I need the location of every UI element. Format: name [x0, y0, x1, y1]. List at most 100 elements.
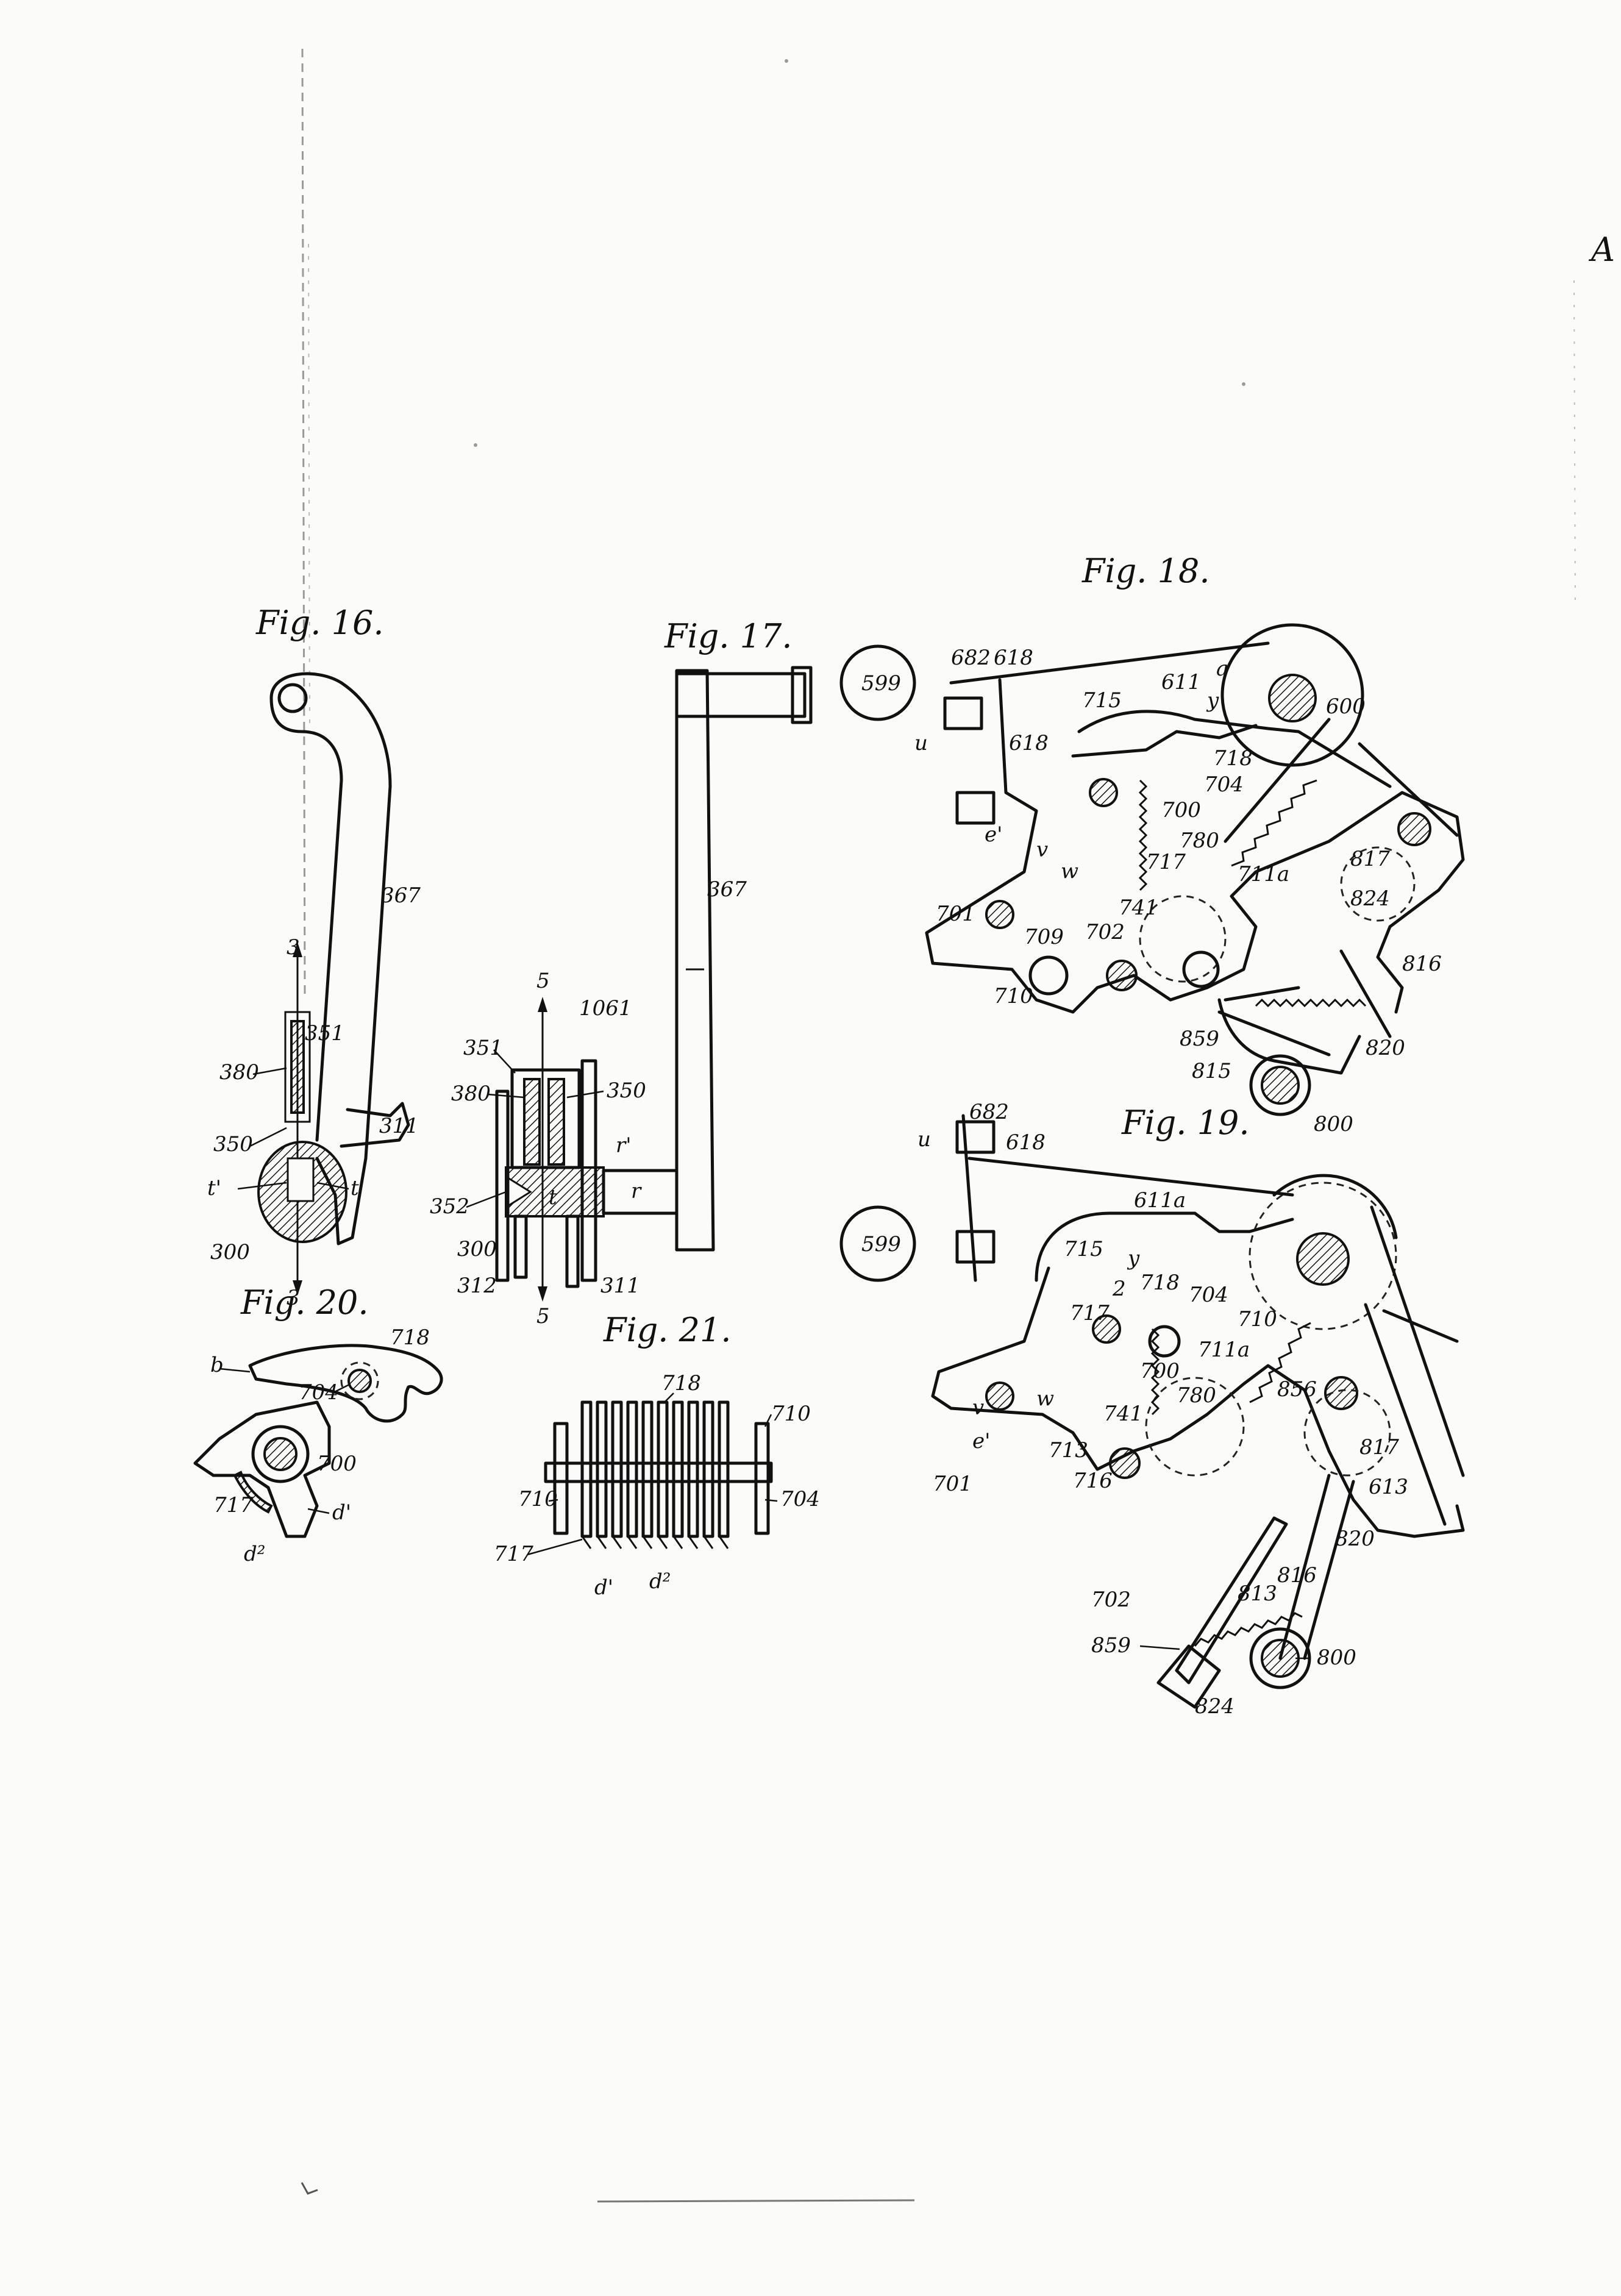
- figure-20: Fig. 20. 718 b 704 700 717 d' d²: [193, 1283, 443, 1566]
- fig18-circle-599: [839, 644, 916, 721]
- fig19-label: 856: [1277, 1377, 1317, 1402]
- fig21-label: 718: [661, 1371, 701, 1396]
- fig18-label: y: [1206, 688, 1219, 713]
- fig17-label: 367: [707, 877, 747, 902]
- fig19-label: 741: [1103, 1402, 1143, 1426]
- fig18-label: 618: [1009, 731, 1049, 755]
- fig19-label: 859: [1091, 1633, 1131, 1658]
- fig19-label: 704: [1189, 1283, 1228, 1307]
- fig19-label: 701: [933, 1472, 972, 1496]
- fig17-label: 351: [463, 1036, 503, 1060]
- fig19-label: 713: [1049, 1438, 1088, 1463]
- fig20-label: 718: [390, 1325, 430, 1350]
- corner-mark: A: [1588, 230, 1615, 269]
- fig20-label: d': [332, 1500, 351, 1525]
- fig18-label: e': [985, 822, 1002, 847]
- fig18-label: 824: [1350, 886, 1390, 911]
- fig17-title: Fig. 17.: [664, 617, 793, 655]
- figure-18: Fig. 18. 599: [839, 552, 1465, 1136]
- fig18-label: 709: [1024, 925, 1064, 949]
- fig20-label: 704: [299, 1380, 338, 1405]
- figure-16: Fig. 16. 367 351 380 350 311 t' t 300 3 …: [207, 604, 421, 1310]
- fig19-label: v: [972, 1396, 984, 1420]
- fig20-title: Fig. 20.: [240, 1283, 369, 1322]
- fig19-label: e': [972, 1429, 990, 1453]
- fig17-label: 352: [430, 1194, 469, 1219]
- fig18-label: 817: [1350, 847, 1390, 871]
- fig20-label: b: [210, 1353, 224, 1377]
- fig17-label: 311: [600, 1274, 640, 1298]
- fig19-circle-599: [839, 1205, 916, 1282]
- fig18-label: 704: [1204, 772, 1244, 797]
- fig17-label: 350: [607, 1078, 646, 1103]
- fig18-label: 611: [1161, 670, 1201, 694]
- fig18-label: v: [1036, 838, 1048, 862]
- fig19-label: 816: [1277, 1563, 1317, 1588]
- fig19-label: 618: [1006, 1130, 1046, 1155]
- fig18-label: 700: [1161, 798, 1201, 822]
- fig17-label: 5: [536, 969, 550, 993]
- fig18-label: 711a: [1238, 862, 1289, 886]
- fig19-label: 824: [1195, 1694, 1234, 1719]
- fig19-title: Fig. 19.: [1121, 1103, 1250, 1142]
- fig19-label: 711a: [1198, 1338, 1250, 1362]
- fig19-label: 702: [1091, 1588, 1131, 1612]
- fig18-label: 710: [994, 984, 1033, 1008]
- fig19-label: u: [917, 1127, 931, 1152]
- fig19-label: 682: [969, 1100, 1009, 1124]
- fig17-label: 312: [457, 1274, 497, 1298]
- fig18-label: 618: [994, 646, 1033, 670]
- fig18-label: 815: [1192, 1059, 1231, 1083]
- fig19-label: 800: [1317, 1645, 1356, 1670]
- fig18-label: w: [1061, 859, 1078, 883]
- fig21-label: d²: [649, 1569, 671, 1594]
- fig17-label: 300: [457, 1237, 497, 1261]
- fig18-label: a: [1216, 657, 1228, 681]
- fig16-label: t: [351, 1176, 359, 1200]
- fig18-label: 816: [1402, 952, 1442, 976]
- fig18-label: 702: [1085, 920, 1125, 944]
- fig18-label: 701: [936, 902, 975, 926]
- fig20-label: d²: [244, 1542, 265, 1566]
- fig16-label: 3: [287, 1286, 300, 1310]
- fig19-label: 717: [1070, 1301, 1110, 1325]
- fig19-label: 2: [1112, 1277, 1126, 1301]
- fig21-label: 710: [771, 1402, 811, 1426]
- fig19-label: 613: [1369, 1475, 1408, 1499]
- fig18-label: 682: [951, 646, 991, 670]
- fig18-label: 741: [1119, 896, 1158, 920]
- fig19-label: y: [1127, 1246, 1140, 1271]
- fig18-title: Fig. 18.: [1081, 552, 1210, 590]
- fig19-label: 611a: [1134, 1188, 1186, 1213]
- fig16-label: 351: [305, 1021, 344, 1046]
- fig19-label: 718: [1140, 1271, 1180, 1295]
- fig19-label: 780: [1177, 1383, 1216, 1408]
- fig21-label: 710: [518, 1487, 558, 1511]
- fig18-label: 859: [1180, 1027, 1219, 1051]
- fig21-title: Fig. 21.: [603, 1311, 732, 1349]
- fig16-label: 311: [379, 1114, 419, 1138]
- fig16-label: t': [207, 1176, 221, 1200]
- fig18-label: 600: [1326, 694, 1366, 719]
- figure-19: Fig. 19. 682 u: [839, 1100, 1465, 1719]
- fig18-label: 599: [861, 671, 901, 696]
- fig18-label: 820: [1366, 1036, 1405, 1060]
- fig16-label: 300: [210, 1240, 250, 1264]
- fig19-label: 813: [1238, 1581, 1277, 1606]
- fig16-label: 3: [287, 935, 300, 960]
- figure-17: Fig. 17. 367 5 1061 351 380 350 352 r' r…: [430, 617, 813, 1328]
- fig21-label: 704: [780, 1487, 820, 1511]
- fig16-label: 380: [219, 1060, 259, 1085]
- fig19-label: 700: [1140, 1359, 1180, 1383]
- fig19-label: 599: [861, 1232, 901, 1257]
- fig19-label: 820: [1335, 1527, 1375, 1551]
- fig16-title: Fig. 16.: [255, 604, 384, 642]
- fig21-label: d': [594, 1575, 613, 1600]
- fig18-label: 718: [1213, 746, 1253, 771]
- fig19-label: 715: [1064, 1237, 1103, 1261]
- fig18-label: 717: [1146, 850, 1186, 874]
- fig19-label: 817: [1359, 1435, 1399, 1460]
- fig17-label: r: [631, 1179, 642, 1203]
